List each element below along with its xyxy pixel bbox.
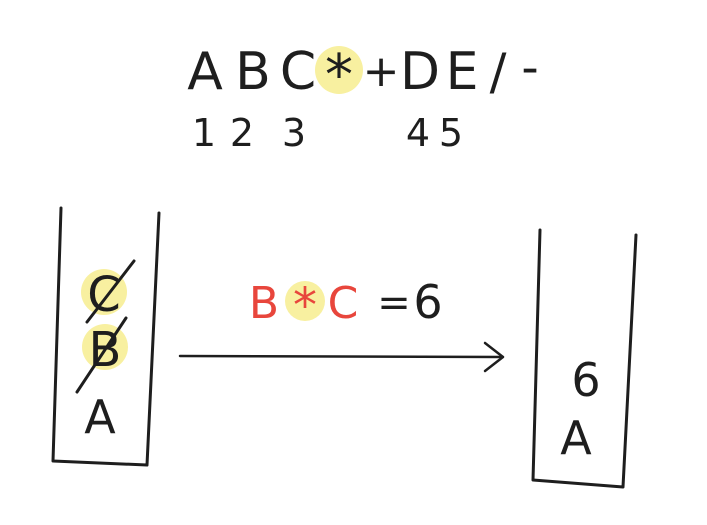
left-stack-outline — [51, 206, 161, 467]
index-label-1: 1 — [192, 111, 216, 155]
operation-right-operand: C — [328, 278, 359, 329]
strike-through-c — [85, 259, 136, 324]
expression-token-plus: + — [363, 46, 400, 97]
right-stack-item-result: 6 — [571, 353, 600, 407]
left-stack-item-a: A — [84, 390, 116, 444]
operation-operator: * — [293, 278, 317, 334]
right-stack: 6 A — [531, 228, 638, 489]
left-stack-item-c-highlight — [81, 269, 127, 315]
left-stack: C B A — [51, 206, 161, 467]
strike-through-b — [75, 316, 128, 394]
expression-token-e: E — [446, 42, 479, 102]
expression-token-b: B — [235, 42, 271, 102]
operation-equals: = — [377, 280, 411, 326]
operator-highlight — [315, 46, 363, 94]
index-label-4: 4 — [406, 111, 430, 155]
index-label-5: 5 — [439, 111, 463, 155]
right-stack-item-a: A — [560, 411, 592, 465]
operand-index-labels: 1 2 3 4 5 — [192, 111, 463, 155]
expression-token-multiply: * — [325, 43, 353, 108]
right-stack-outline — [531, 228, 638, 489]
index-label-2: 2 — [230, 111, 254, 155]
expression-token-minus: - — [521, 40, 538, 96]
operation-label: B * C = 6 — [249, 275, 443, 334]
arrow-head — [483, 341, 505, 373]
operation-operator-highlight — [285, 281, 325, 321]
operation-left-operand: B — [249, 278, 279, 329]
transition-arrow — [178, 341, 505, 373]
index-label-3: 3 — [282, 111, 306, 155]
arrow-shaft — [178, 354, 505, 359]
expression-token-divide: / — [490, 43, 507, 101]
expression-token-c: C — [280, 42, 316, 102]
operation-result: 6 — [413, 275, 442, 329]
postfix-expression: A B C * + D E / - — [187, 40, 538, 108]
expression-token-a: A — [187, 42, 223, 102]
expression-token-d: D — [400, 42, 440, 102]
